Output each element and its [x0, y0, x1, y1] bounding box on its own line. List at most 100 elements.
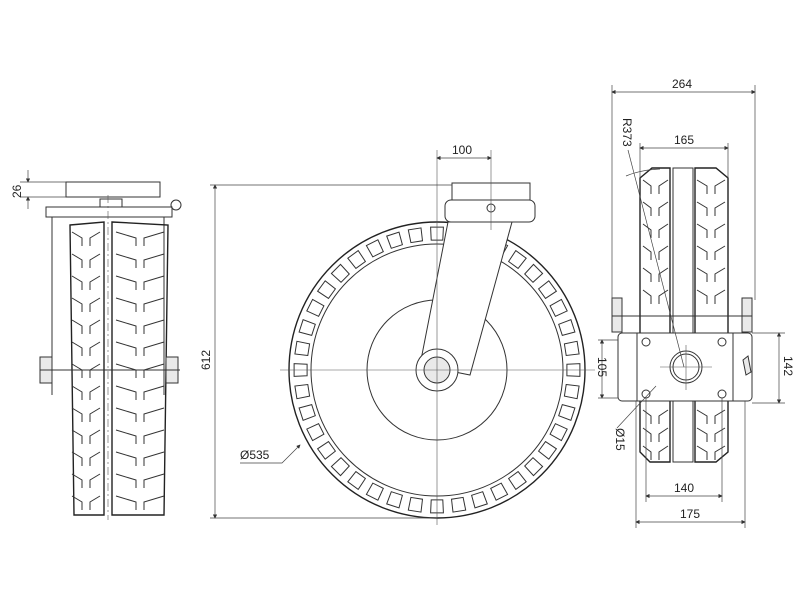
tread-block: [347, 249, 367, 270]
tread-lug: [143, 363, 165, 378]
tread-lug: [714, 427, 726, 442]
tread-block: [537, 440, 558, 460]
tread-lug: [115, 253, 137, 268]
side-view-right: 264 165 R373 105 142 Ø15 140 175: [595, 77, 795, 528]
tread-lug: [115, 495, 137, 510]
tread-lug: [658, 427, 669, 442]
tread-block: [347, 470, 367, 491]
plate-inner: [636, 332, 734, 402]
tread-lug: [658, 289, 669, 304]
tread-lug: [143, 495, 165, 510]
tread-lug: [71, 429, 83, 444]
tread-lug: [658, 445, 669, 460]
tread-lug: [71, 297, 83, 312]
tread-lug: [115, 363, 137, 378]
tread-lug: [143, 451, 165, 466]
tread-lug: [143, 407, 165, 422]
tread-lug: [89, 473, 101, 488]
tread-lug: [89, 363, 101, 378]
axle-nut-left: [611, 297, 623, 333]
tread-lug: [696, 445, 708, 460]
tread-lug: [143, 231, 165, 246]
tread-lug: [71, 385, 83, 400]
tread-lug: [642, 267, 652, 282]
tread-lug: [143, 253, 165, 268]
tread-lug: [658, 179, 669, 194]
tread-lug: [115, 275, 137, 290]
tread-lug: [71, 275, 83, 290]
dim-swivel-radius: R373: [620, 118, 634, 147]
tread-lug: [71, 319, 83, 334]
tread-lug: [115, 319, 137, 334]
brake-lever: [742, 355, 752, 376]
tread-lug: [143, 429, 165, 444]
dim-plate-length: 142: [781, 356, 795, 376]
tread-block: [298, 403, 316, 421]
tread-lug: [143, 341, 165, 356]
tread-block: [330, 263, 350, 283]
tread-blocks: [293, 226, 581, 514]
tread-lug: [143, 319, 165, 334]
dim-wheel-diameter: Ø535: [240, 448, 270, 462]
tread-lug: [89, 253, 101, 268]
tread-lug: [89, 297, 101, 312]
tread-lug: [658, 245, 669, 260]
tread-lug: [714, 245, 726, 260]
tread-lug: [89, 231, 101, 246]
tread-block: [294, 383, 311, 400]
tread-block: [563, 340, 580, 357]
tread-lug: [658, 267, 669, 282]
tread-lug: [696, 427, 708, 442]
tread-lug: [115, 407, 137, 422]
tread-lug: [115, 429, 137, 444]
tread-lug: [115, 341, 137, 356]
tread-block: [430, 499, 444, 514]
tread-block: [386, 491, 404, 509]
tread-lug: [71, 451, 83, 466]
tread-block: [298, 319, 316, 337]
axle-nut-right: [741, 297, 753, 333]
tread-block: [558, 403, 576, 421]
tread-lug: [714, 223, 726, 238]
tread-lug: [89, 385, 101, 400]
tread-lug: [71, 407, 83, 422]
tread-lug: [696, 201, 708, 216]
tread-lug: [696, 179, 708, 194]
tread-block: [407, 496, 424, 513]
top-plate: [65, 181, 161, 198]
front-view: 100 612 Ø535: [199, 143, 595, 525]
tire-right: [694, 167, 729, 463]
tread-lug: [89, 407, 101, 422]
bolt-hole: [717, 337, 727, 347]
dim-wheel-width: 165: [674, 133, 694, 147]
tread-lug: [143, 297, 165, 312]
tread-lug: [642, 223, 652, 238]
tread-block: [558, 319, 576, 337]
tread-block: [549, 423, 568, 442]
tread-lug: [143, 473, 165, 488]
tread-lug: [714, 289, 726, 304]
dim-plate-height: 26: [10, 184, 24, 198]
tire-half-left: [69, 221, 105, 516]
dim-overall-height: 612: [199, 350, 213, 370]
tread-lug: [714, 179, 726, 194]
tire-half-right: [111, 221, 169, 516]
lock-pin: [170, 199, 182, 211]
dim-bolt-hole: Ø15: [613, 428, 627, 451]
dim-offset: 100: [452, 143, 472, 157]
side-view-left: 26: [10, 170, 182, 520]
tread-lug: [642, 289, 652, 304]
tread-lug: [658, 223, 669, 238]
tread-block: [316, 280, 337, 300]
tread-block: [507, 249, 527, 270]
swivel-mount: [444, 199, 536, 223]
tread-block: [563, 383, 580, 400]
base-plate: [45, 206, 173, 218]
tread-lug: [143, 385, 165, 400]
tread-lug: [696, 223, 708, 238]
tread-lug: [642, 245, 652, 260]
tread-lug: [71, 363, 83, 378]
tread-lug: [115, 231, 137, 246]
